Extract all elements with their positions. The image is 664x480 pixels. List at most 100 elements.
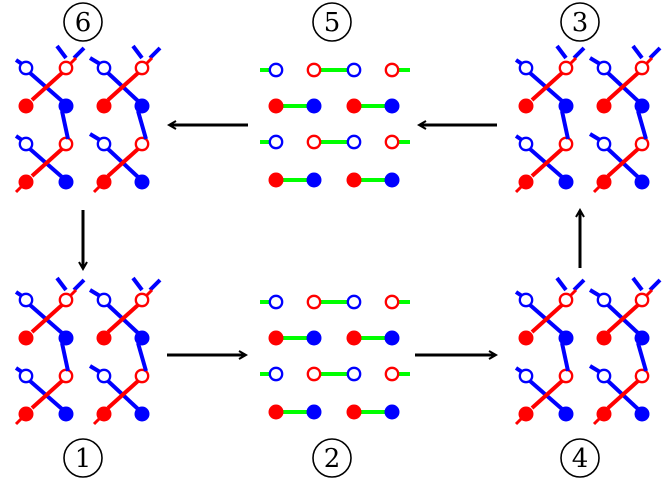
blue-bond [88,288,102,298]
red-filled-site [18,406,34,422]
red-filled-site [346,330,362,346]
red-bond [592,185,601,194]
red-filled-site [596,98,612,114]
blue-bond [55,276,68,292]
red-filled-site [18,174,34,190]
blue-bond [572,278,586,292]
blue-bond [514,366,524,374]
red-open-site [558,136,574,152]
blue-bond [88,364,102,374]
blue-bond [14,290,24,298]
label-2: 2 [312,438,352,478]
red-filled-site [18,330,34,346]
blue-filled-site [558,98,574,114]
red-filled-site [596,330,612,346]
red-filled-site [596,174,612,190]
blue-bond [88,132,102,142]
blue-bond [648,46,662,60]
red-open-site [134,368,150,384]
blue-filled-site [58,330,74,346]
red-filled-site [18,98,34,114]
label-6: 6 [63,2,103,42]
red-bond [14,185,23,194]
red-bond [68,288,78,298]
blue-open-site [268,294,284,310]
blue-bond [636,110,648,140]
panel-2 [260,294,410,420]
red-bond [530,379,564,410]
red-open-site [58,368,74,384]
red-bond [514,185,523,194]
blue-bond [560,342,570,372]
panel-5 [260,62,410,188]
blue-open-site [596,368,612,384]
red-bond [606,71,640,102]
blue-filled-site [306,98,322,114]
red-open-site [634,136,650,152]
panel-1 [14,276,162,426]
blue-filled-site [634,330,650,346]
red-bond [30,303,64,334]
blue-filled-site [58,174,74,190]
blue-filled-site [634,174,650,190]
blue-bond [131,44,144,60]
blue-bond [555,44,568,60]
blue-filled-site [558,330,574,346]
blue-bond [136,342,148,372]
blue-open-site [268,366,284,382]
blue-filled-site [306,172,322,188]
blue-bond [55,44,68,60]
red-bond [530,147,564,178]
blue-bond [72,46,86,60]
blue-open-site [596,136,612,152]
red-bond [68,56,78,66]
red-filled-site [596,406,612,422]
blue-bond [14,366,24,374]
red-filled-site [346,404,362,420]
red-filled-site [346,98,362,114]
label-2-text: 2 [324,444,341,474]
blue-filled-site [384,404,400,420]
red-filled-site [96,98,112,114]
red-bond [92,417,101,426]
red-filled-site [268,330,284,346]
blue-bond [514,134,524,142]
blue-bond [588,132,602,142]
blue-bond [148,46,162,60]
blue-bond [14,134,24,142]
red-bond [568,288,578,298]
blue-open-site [346,366,362,382]
label-4-text: 4 [572,444,589,474]
blue-bond [572,46,586,60]
blue-bond [148,278,162,292]
blue-open-site [518,136,534,152]
red-open-site [58,136,74,152]
red-bond [144,56,154,66]
blue-bond [560,110,570,140]
blue-open-site [268,62,284,78]
panels [14,44,662,426]
blue-open-site [346,134,362,150]
red-open-site [306,62,322,78]
blue-bond [136,110,148,140]
blue-filled-site [634,406,650,422]
red-filled-site [96,174,112,190]
red-open-site [384,294,400,310]
panel-3 [514,44,662,194]
red-filled-site [96,406,112,422]
blue-filled-site [634,98,650,114]
blue-open-site [596,60,612,76]
red-bond [514,417,523,426]
label-5: 5 [312,2,352,42]
red-filled-site [346,172,362,188]
red-open-site [384,366,400,382]
blue-bond [88,56,102,66]
blue-bond [60,110,70,140]
red-open-site [134,292,150,308]
red-open-site [58,292,74,308]
blue-open-site [96,292,112,308]
blue-bond [588,364,602,374]
red-open-site [558,60,574,76]
red-bond [644,288,654,298]
